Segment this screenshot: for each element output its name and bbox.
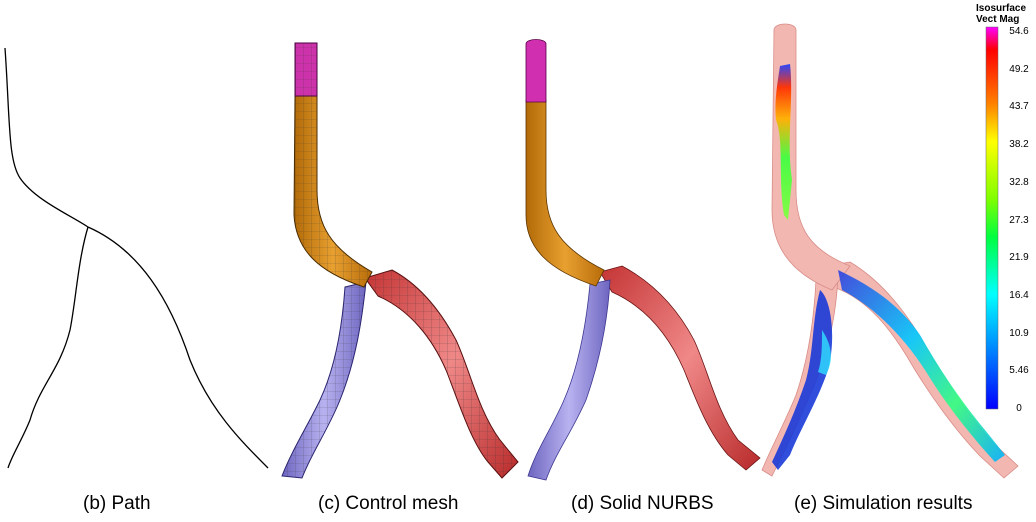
nurbs-left-branch <box>527 279 611 481</box>
nurbs-inlet <box>525 39 547 103</box>
flow-isosurface-trunk <box>775 64 792 220</box>
vessel-wall-trunk <box>771 23 851 291</box>
colorbar-title-line2: Vect Mag <box>976 14 1020 25</box>
flow-isosurface-left <box>772 290 833 470</box>
simulation-panel <box>761 23 1019 479</box>
path-panel <box>4 47 269 469</box>
caption-simulation-results: (e) Simulation results <box>794 493 973 514</box>
caption-solid-nurbs: (d) Solid NURBS <box>571 493 714 514</box>
control-mesh-panel <box>281 42 519 479</box>
caption-control-mesh: (c) Control mesh <box>318 493 459 514</box>
colorbar-gradient <box>985 26 999 410</box>
solid-nurbs-panel <box>525 39 761 481</box>
path-right-curve <box>87 226 269 469</box>
flow-isosurface-right <box>838 270 1005 462</box>
colorbar-tick-label: 32.8 <box>1009 176 1029 188</box>
colorbar-tick-label: 16.4 <box>1009 289 1029 301</box>
nurbs-trunk <box>525 99 605 287</box>
caption-path: (b) Path <box>83 493 151 514</box>
colorbar-tick-label: 43.7 <box>1009 101 1029 113</box>
colorbar <box>985 26 999 410</box>
colorbar-tick-label: 10.9 <box>1009 327 1029 339</box>
colorbar-tick-label: 54.6 <box>1009 26 1029 37</box>
colorbar-tick-label: 21.9 <box>1009 252 1029 264</box>
colorbar-title-line1: Isosurface <box>976 3 1027 14</box>
colorbar-tick-label: 49.2 <box>1009 63 1029 75</box>
path-left-curve <box>7 226 89 469</box>
colorbar-tick-label: 0 <box>1016 403 1022 414</box>
colorbar-tick-label: 5.46 <box>1009 365 1029 377</box>
flow-isosurface-left-highlight <box>818 330 831 375</box>
colorbar-tick-label: 27.3 <box>1009 214 1029 226</box>
nurbs-right-branch <box>599 265 761 471</box>
path-trunk-curve <box>4 47 89 228</box>
colorbar-tick-label: 38.2 <box>1009 139 1029 151</box>
